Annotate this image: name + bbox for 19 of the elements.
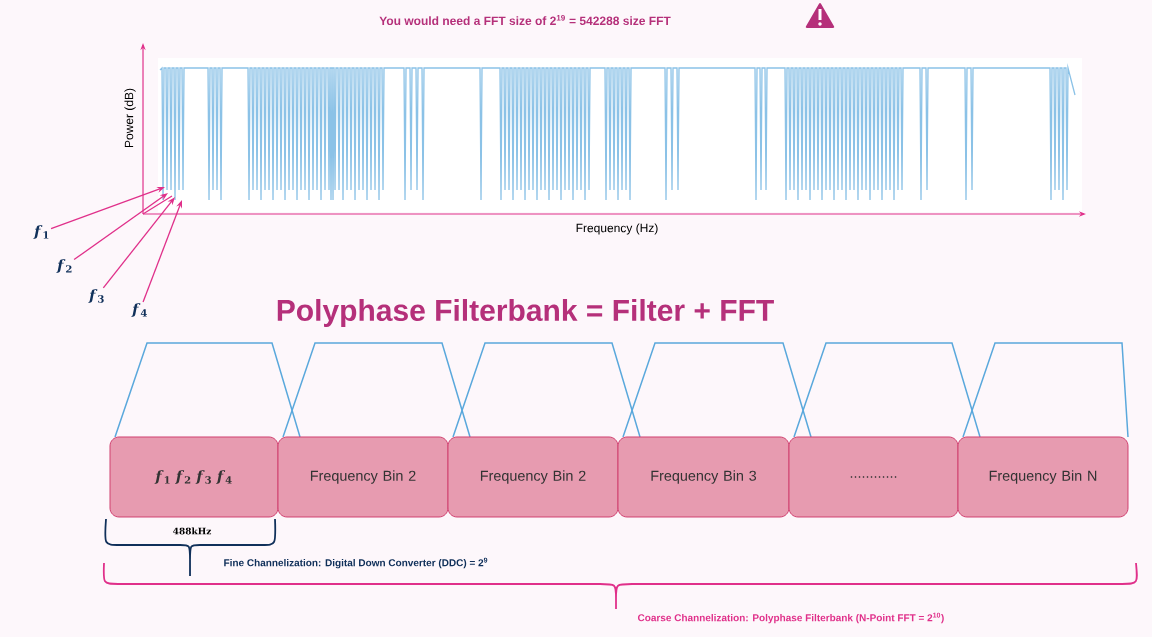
dimension-label: 488kHz: [171, 526, 213, 536]
leader-arrow: [73, 193, 168, 261]
frequency-label: f$_{3}$: [88, 289, 104, 303]
bin-box: Frequency Bin 2: [447, 436, 619, 518]
frequency-label: f$_{2}$: [56, 259, 72, 273]
bin-box: Frequency Bin 2: [277, 436, 449, 518]
heading: Polyphase Filterbank = Filter + FFT: [277, 299, 774, 327]
axis-label: Frequency (Hz): [576, 223, 658, 235]
frequency-label: f$_{1}$: [33, 225, 49, 239]
bin-box: Frequency Bin 3: [617, 436, 790, 518]
bracket-label: Coarse Channelization: Polyphase Filterbank (N-Point FFT = 2$^{10}$): [637, 612, 944, 624]
bracket-label: Fine Channelization: Digital Down Converter (DDC) = 2$^{9}$: [224, 557, 488, 569]
bin-box: Frequency Bin N: [957, 436, 1129, 518]
frequency-label: f$_{4}$: [131, 303, 147, 317]
axis-label: Power (dB): [124, 88, 136, 147]
note-text: You would need a FFT size of 2$^{19}$ = 542288 size FFT: [379, 14, 671, 25]
leader-arrow: [102, 197, 175, 289]
bin-box: f$_{1}$ f$_{2}$ f$_{3}$ f$_{4}$: [109, 436, 279, 518]
bin-box: ............: [788, 436, 959, 518]
